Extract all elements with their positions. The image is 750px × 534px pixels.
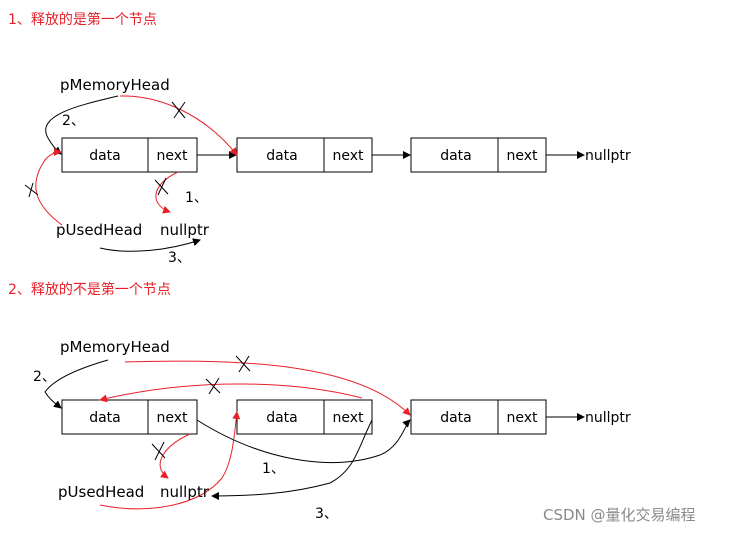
section1-node-2: data next — [236, 137, 373, 173]
section2-title: 2、释放的不是第一个节点 — [8, 281, 171, 298]
section1-used-null: nullptr — [160, 221, 210, 239]
section2-step-3: 3、 — [315, 506, 338, 522]
section2-node2-to-null-arrow — [211, 419, 373, 500]
section1-step-3: 3、 — [168, 250, 191, 266]
section2-memory-head-label: pMemoryHead — [60, 338, 170, 356]
section1-node-3-data: data — [440, 148, 472, 164]
section2-node-3-next: next — [506, 410, 538, 426]
section1-old-memory-link — [119, 95, 238, 156]
section2-used-head-label: pUsedHead — [58, 483, 144, 501]
section1-step-1: 1、 — [185, 190, 208, 206]
section2-old-node2-to-node1 — [99, 383, 363, 403]
section1-node-1-next: next — [156, 148, 188, 164]
section1-node-2-next: next — [332, 148, 364, 164]
section2-memory-to-node1-arrow — [44, 359, 109, 409]
section2-cross-mark-3 — [151, 441, 166, 461]
section2-node-2-next: next — [332, 410, 364, 426]
section2-step-1: 1、 — [262, 461, 285, 477]
section2-cross-mark-2 — [205, 377, 221, 395]
section2-used-to-node2-arrow — [99, 411, 241, 510]
watermark: CSDN @量化交易编程 — [543, 506, 696, 524]
section1-title: 1、释放的是第一个节点 — [8, 11, 157, 28]
section2-node-3: data next — [410, 399, 547, 435]
section1-used-to-null-arrow — [99, 238, 201, 252]
section2-node-2: data next — [236, 399, 373, 435]
section1-used-to-node1-arrow — [35, 148, 63, 226]
section2-used-null: nullptr — [160, 483, 210, 501]
section1-memory-head-label: pMemoryHead — [60, 76, 170, 94]
section1-step-2: 2、 — [62, 113, 85, 129]
section1-node-3-next: next — [506, 148, 538, 164]
section1-node-3: data next — [410, 137, 547, 173]
section2-old-node1-to-null — [159, 433, 191, 479]
section1-cross-mark-1 — [171, 101, 186, 119]
section2-cross-mark-1 — [235, 355, 251, 373]
section2-node-1: data next — [61, 399, 198, 435]
section2-list-end: nullptr — [585, 410, 631, 426]
section2-node-1-next: next — [156, 410, 188, 426]
section2-node-3-data: data — [440, 410, 472, 426]
section2-node-1-data: data — [89, 410, 121, 426]
section1-node-2-data: data — [266, 148, 298, 164]
section1-list-end: nullptr — [585, 148, 631, 164]
section2-node-2-data: data — [266, 410, 298, 426]
section2-step-2: 2、 — [33, 369, 56, 385]
section1-node-1: data next — [61, 137, 198, 173]
section1-node-1-data: data — [89, 148, 121, 164]
section1-cross-mark-2 — [154, 177, 169, 196]
section2-old-memory-link — [124, 360, 411, 416]
section1-node1-to-null-arrow — [155, 171, 179, 214]
section1-cross-mark-3 — [24, 182, 39, 198]
section1-used-head-label: pUsedHead — [56, 221, 142, 239]
